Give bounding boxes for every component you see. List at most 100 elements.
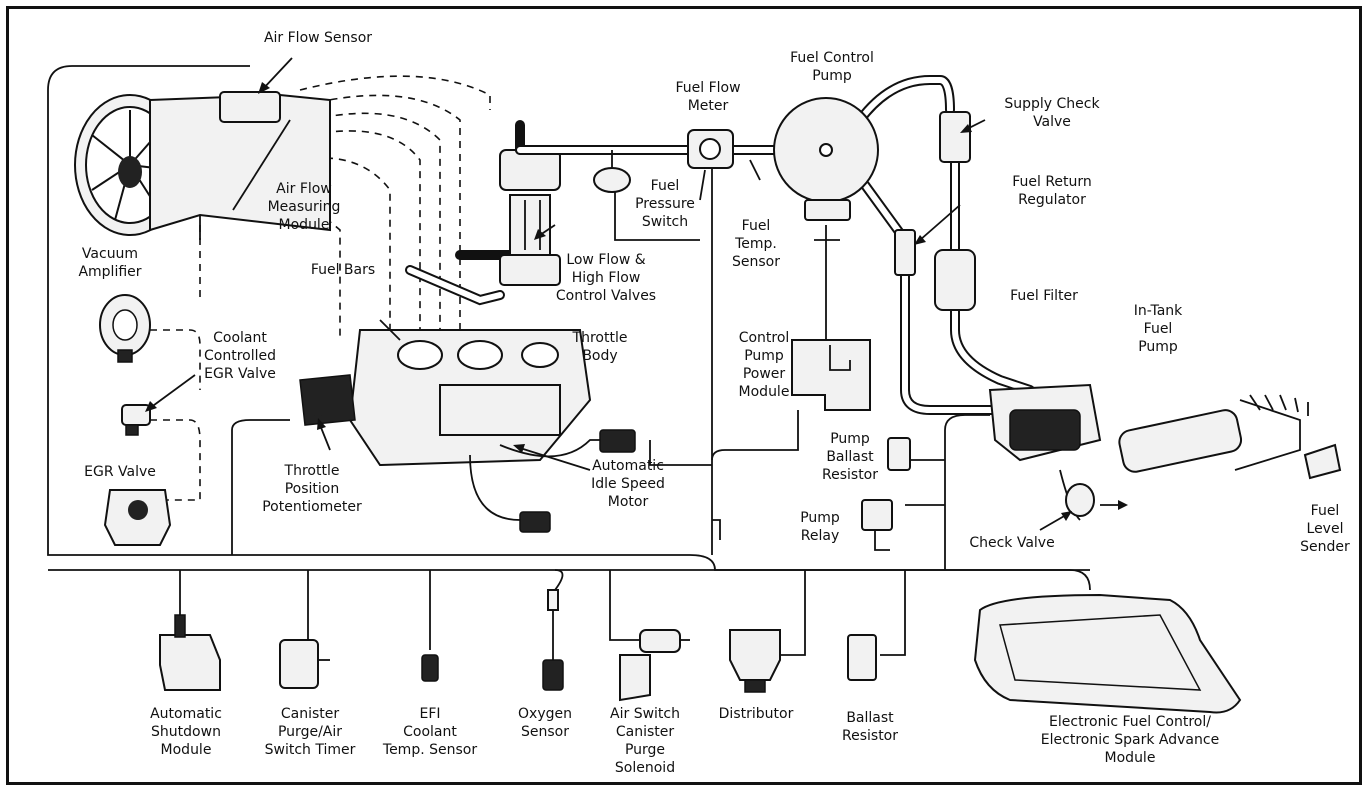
- label-line: Distributor: [719, 706, 794, 722]
- label-line: Meter: [688, 98, 729, 114]
- label-line: Coolant: [403, 724, 457, 740]
- label-line: EGR Valve: [84, 464, 156, 480]
- label-line: Fuel Flow: [675, 80, 740, 96]
- label-line: Switch Timer: [265, 742, 356, 758]
- label-line: Supply Check: [1004, 96, 1100, 112]
- label-line: Ballast: [826, 449, 874, 465]
- label-line: Potentiometer: [262, 499, 362, 515]
- label-line: Pump: [800, 510, 840, 526]
- label-line: Oxygen: [518, 706, 572, 722]
- oxygen-sensor: [542, 589, 564, 691]
- label-fuel-bars: Fuel Bars: [311, 262, 375, 278]
- label-check-valve: Check Valve: [969, 535, 1054, 551]
- label-line: EGR Valve: [204, 366, 276, 382]
- label-line: Throttle: [284, 463, 340, 479]
- pump-relay-part: [861, 499, 893, 531]
- label-line: Automatic: [150, 706, 222, 722]
- fuel-pressure-switch: [593, 150, 631, 193]
- label-line: Fuel Bars: [311, 262, 375, 278]
- idle-speed-connector: [599, 429, 636, 453]
- label-line: Control Valves: [556, 288, 656, 304]
- vacuum-amplifier-fan: [74, 91, 331, 240]
- label-line: Electronic Spark Advance: [1041, 732, 1219, 748]
- label-line: Power: [743, 366, 786, 382]
- label-line: Low Flow &: [566, 252, 645, 268]
- label-line: Body: [582, 348, 617, 364]
- air-flow-sensor-box: [219, 91, 281, 123]
- label-line: Pump: [744, 348, 784, 364]
- label-line: Check Valve: [969, 535, 1054, 551]
- label-line: Vacuum: [82, 246, 138, 262]
- label-line: Regulator: [1018, 192, 1086, 208]
- label-line: Air Switch: [610, 706, 680, 722]
- label-line: Pump: [812, 68, 852, 84]
- vacuum-line: [150, 329, 201, 390]
- label-line: Measuring: [268, 199, 341, 215]
- label-line: Idle Speed: [591, 476, 665, 492]
- label-line: High Flow: [572, 270, 641, 286]
- label-line: Fuel Control: [790, 50, 874, 66]
- in-tank-fuel-pump: [988, 383, 1309, 521]
- label-line: Purge/Air: [278, 724, 342, 740]
- fuel-lines: [515, 75, 1035, 415]
- electronic-fuel-control-module: [973, 593, 1242, 714]
- vacuum-line: [150, 419, 201, 501]
- pump-ballast-resistor-part: [887, 437, 911, 471]
- efi-coolant-temp-sensor: [421, 654, 439, 682]
- fuel-return-regulator: [894, 229, 916, 276]
- fuel-filter: [934, 249, 976, 311]
- automatic-shutdown-module: [159, 614, 221, 691]
- label-fuel-filter: Fuel Filter: [1010, 288, 1078, 304]
- label-line: EFI: [419, 706, 440, 722]
- label-line: Coolant: [213, 330, 267, 346]
- label-line: Switch: [642, 214, 688, 230]
- label-distributor: Distributor: [719, 706, 794, 722]
- label-line: Resistor: [842, 728, 898, 744]
- ballast-resistor: [847, 634, 877, 681]
- label-line: Position: [285, 481, 340, 497]
- label-line: Shutdown: [151, 724, 221, 740]
- label-line: Automatic: [592, 458, 664, 474]
- label-line: Relay: [801, 528, 839, 544]
- control-pump-power-module: [791, 339, 871, 411]
- label-line: Fuel: [1311, 503, 1340, 519]
- label-air-flow-sensor: Air Flow Sensor: [264, 30, 372, 46]
- diagram-frame: [6, 6, 1362, 785]
- label-line: Sender: [1300, 539, 1350, 555]
- label-line: Level: [1307, 521, 1344, 537]
- label-line: Fuel: [742, 218, 771, 234]
- check-valve-part: [1065, 483, 1095, 517]
- label-line: Sensor: [521, 724, 569, 740]
- label-line: Solenoid: [615, 760, 675, 776]
- throttle-body: [299, 319, 636, 533]
- label-line: Throttle: [572, 330, 628, 346]
- label-line: Module: [1105, 750, 1156, 766]
- label-line: Temp. Sensor: [382, 742, 477, 758]
- label-egr-valve: EGR Valve: [84, 464, 156, 480]
- label-line: Pressure: [635, 196, 695, 212]
- label-line: Fuel: [651, 178, 680, 194]
- label-electronic-fuel-control-module: Electronic Fuel Control/Electronic Spark…: [1041, 714, 1219, 766]
- label-line: Air Flow: [276, 181, 332, 197]
- label-line: Ballast: [846, 710, 894, 726]
- label-line: Resistor: [822, 467, 878, 483]
